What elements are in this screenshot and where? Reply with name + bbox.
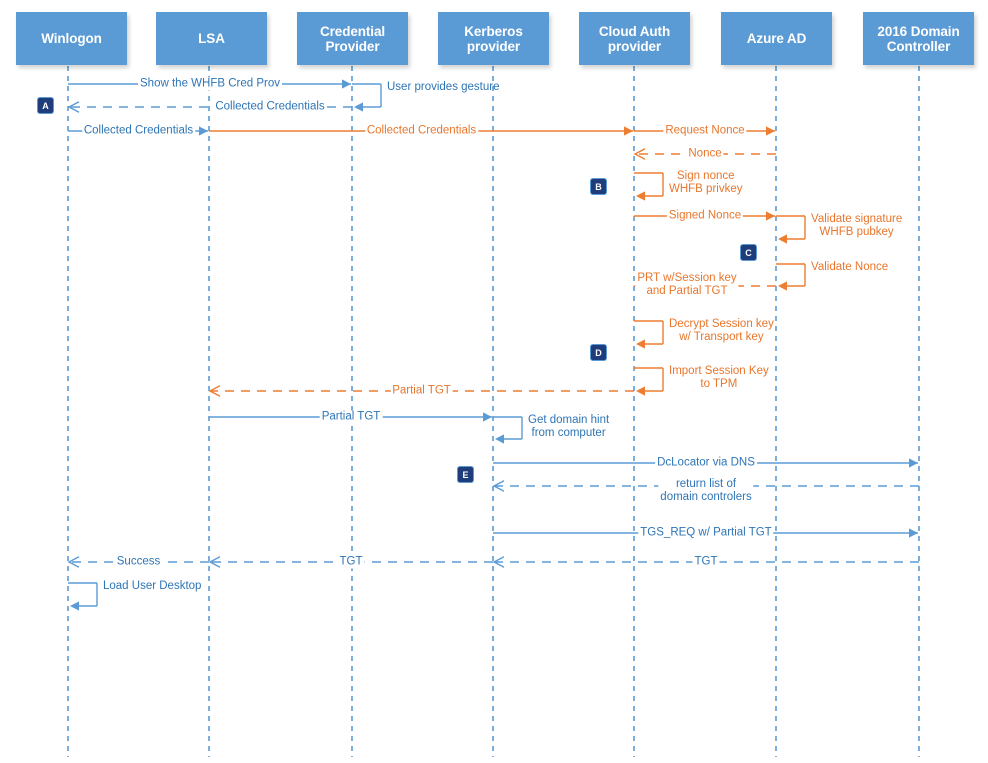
- arrowhead-filled: [766, 211, 775, 221]
- arrowhead-filled: [199, 126, 208, 136]
- message-text: Request Nonce: [665, 124, 745, 137]
- message-label-partial-tgt-orange: Partial TGT: [390, 384, 453, 398]
- message-text: Validate Nonce: [811, 261, 889, 273]
- step-badge-letter: B: [595, 181, 602, 192]
- arrowhead-open: [633, 148, 646, 160]
- lane-header-credential-provider[interactable]: Credential Provider: [297, 12, 408, 65]
- arrowhead-filled: [636, 386, 645, 396]
- message-text: return list of domain controlers: [660, 478, 752, 503]
- message-text: Collected Credentials: [366, 124, 477, 137]
- step-badge-letter: E: [462, 469, 469, 480]
- message-label-dclocator-via-dns: DcLocator via DNS: [655, 456, 757, 470]
- message-text: Validate signature WHFB pubkey: [811, 213, 903, 238]
- arrowhead-filled: [909, 458, 918, 468]
- message-label-tgt-to-lsa: TGT: [337, 555, 365, 569]
- message-label-success: Success: [114, 555, 163, 569]
- message-text: PRT w/Session key and Partial TGT: [637, 272, 737, 297]
- step-badge-d[interactable]: D: [590, 344, 607, 361]
- step-badge-letter: D: [595, 347, 602, 358]
- message-label-prt-session-key: PRT w/Session key and Partial TGT: [635, 272, 739, 298]
- arrowhead-open: [67, 101, 80, 113]
- message-text: User provides gesture: [387, 81, 500, 93]
- message-label-request-nonce: Request Nonce: [663, 124, 747, 138]
- arrowhead-filled: [354, 102, 363, 112]
- arrowhead-filled: [624, 126, 633, 136]
- step-badge-a[interactable]: A: [37, 97, 54, 114]
- message-text: DcLocator via DNS: [657, 456, 755, 469]
- arrowhead-filled: [70, 601, 79, 611]
- message-label-import-session-key: Import Session Key to TPM: [667, 365, 771, 391]
- lane-header-lsa[interactable]: LSA: [156, 12, 267, 65]
- message-text: Sign nonce WHFB privkey: [669, 170, 743, 195]
- message-label-signed-nonce: Signed Nonce: [666, 209, 744, 223]
- message-label-tgs-req-partial-tgt: TGS_REQ w/ Partial TGT: [638, 526, 774, 540]
- message-label-decrypt-session-key: Decrypt Session key w/ Transport key: [667, 318, 776, 344]
- message-text: Nonce: [688, 147, 722, 160]
- message-text: Get domain hint from computer: [528, 414, 610, 439]
- message-label-tgt-to-kerberos: TGT: [692, 555, 720, 569]
- lane-header-azure-ad[interactable]: Azure AD: [721, 12, 832, 65]
- message-label-validate-signature: Validate signature WHFB pubkey: [809, 213, 904, 239]
- lane-header-label: Azure AD: [746, 31, 807, 46]
- lane-header-cloud-auth-provider[interactable]: Cloud Auth provider: [579, 12, 690, 65]
- message-text: Show the WHFB Cred Prov: [140, 77, 280, 90]
- message-label-load-user-desktop: Load User Desktop: [101, 580, 203, 593]
- message-label-partial-tgt-blue: Partial TGT: [319, 410, 383, 424]
- message-text: TGS_REQ w/ Partial TGT: [640, 526, 772, 539]
- lane-header-label: Winlogon: [41, 31, 102, 46]
- arrowhead-open: [492, 556, 505, 568]
- arrowhead-open: [67, 556, 80, 568]
- message-text: Import Session Key to TPM: [669, 365, 769, 390]
- lane-header-label: Credential Provider: [319, 23, 386, 54]
- message-label-collected-credentials-to-lsa: Collected Credentials: [81, 124, 196, 138]
- lane-header-winlogon[interactable]: Winlogon: [16, 12, 127, 65]
- arrowhead-open: [208, 556, 221, 568]
- message-label-sign-nonce: Sign nonce WHFB privkey: [667, 170, 744, 196]
- lane-header-label: 2016 Domain Controller: [877, 23, 960, 54]
- message-label-nonce: Nonce: [686, 147, 724, 161]
- step-badge-c[interactable]: C: [740, 244, 757, 261]
- step-badge-letter: C: [745, 247, 752, 258]
- step-badge-b[interactable]: B: [590, 178, 607, 195]
- message-text: Success: [116, 555, 161, 568]
- lane-header-label: Cloud Auth provider: [598, 23, 671, 54]
- message-label-collected-credentials-back: Collected Credentials: [213, 100, 327, 114]
- step-badge-letter: A: [42, 100, 49, 111]
- message-text: Signed Nonce: [668, 209, 742, 222]
- arrowhead-filled: [778, 281, 787, 291]
- message-label-show-whfb-cred-prov: Show the WHFB Cred Prov: [138, 77, 282, 91]
- arrowhead-open: [492, 480, 505, 492]
- message-label-get-domain-hint: Get domain hint from computer: [526, 414, 611, 440]
- message-text: Partial TGT: [392, 384, 451, 397]
- message-text: TGT: [694, 555, 718, 568]
- arrowhead-filled: [483, 412, 492, 422]
- message-label-validate-nonce: Validate Nonce: [809, 261, 890, 274]
- arrowhead-filled: [909, 528, 918, 538]
- message-label-collected-credentials-to-cloud: Collected Credentials: [364, 124, 479, 138]
- arrowhead-filled: [636, 191, 645, 201]
- lane-header-domain-controller[interactable]: 2016 Domain Controller: [863, 12, 974, 65]
- message-text: Decrypt Session key w/ Transport key: [669, 318, 774, 343]
- message-label-user-provides-gesture: User provides gesture: [385, 81, 502, 94]
- lane-header-kerberos-provider[interactable]: Kerberos provider: [438, 12, 549, 65]
- arrowhead-filled: [766, 126, 775, 136]
- arrowhead-filled: [636, 339, 645, 349]
- step-badge-e[interactable]: E: [457, 466, 474, 483]
- lane-header-label: LSA: [198, 31, 225, 46]
- message-text: Collected Credentials: [215, 100, 325, 113]
- message-text: TGT: [339, 555, 363, 568]
- arrowhead-filled: [342, 79, 351, 89]
- lane-header-label: Kerberos provider: [464, 23, 523, 54]
- arrowhead-filled: [495, 434, 504, 444]
- arrowhead-open: [208, 385, 221, 397]
- message-text: Partial TGT: [321, 410, 381, 423]
- message-text: Load User Desktop: [103, 580, 202, 592]
- message-text: Collected Credentials: [83, 124, 194, 137]
- message-label-return-list-of-domain-controllers: return list of domain controlers: [658, 478, 754, 504]
- arrowhead-filled: [778, 234, 787, 244]
